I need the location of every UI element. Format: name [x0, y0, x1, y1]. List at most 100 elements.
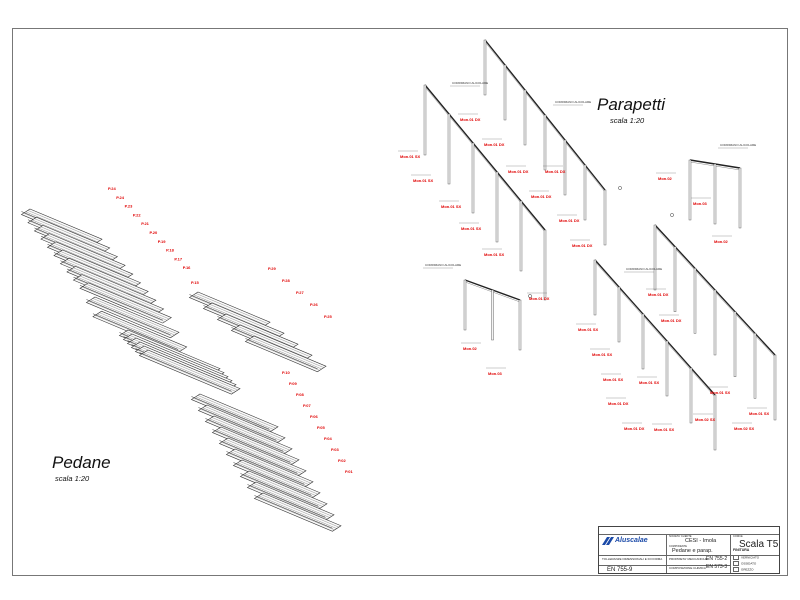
plank-rib	[251, 484, 330, 518]
finish-anodized: OSSIDATO	[733, 561, 756, 566]
plank-rib	[45, 236, 121, 269]
plank-rib	[209, 418, 288, 452]
parapetto-code: Mon.01 DX	[531, 194, 552, 199]
plank-rib	[84, 285, 168, 321]
pedana-code: P.26	[310, 302, 318, 307]
plank-rib	[256, 496, 335, 531]
parapetti-title: Parapetti	[597, 95, 666, 114]
post	[491, 289, 494, 341]
parapetto-code: Mon.03	[693, 201, 708, 206]
parapetto-code: Mon.01 DX	[624, 426, 645, 431]
drawing-frame	[12, 28, 788, 576]
plank-rib	[223, 440, 302, 474]
post	[471, 142, 475, 214]
plank-rib	[225, 439, 304, 473]
parapetto-code: Mon.01 DX	[648, 292, 669, 297]
plank-rib	[260, 494, 339, 528]
parapetto-code: Mon.02	[658, 176, 673, 181]
plank-rib	[143, 352, 236, 392]
pedana-code: P.01	[345, 469, 353, 474]
post	[543, 114, 547, 171]
pedana-code: P.28	[282, 278, 290, 283]
finish-painted: VERNICIATO	[733, 555, 759, 560]
client-name: CESI - Imola	[685, 538, 717, 544]
plank-rib	[90, 299, 175, 336]
parapetto-code: Mon.02	[463, 346, 478, 351]
handrail	[594, 259, 716, 396]
parapetto-code: Mon.01 DX	[529, 296, 550, 301]
post	[753, 333, 757, 399]
parapetto-code: Mon.01 SX	[578, 327, 599, 332]
annotation-text: CORRIMANO ALICOLARE	[720, 143, 756, 147]
plank-rib	[239, 461, 318, 495]
plank-rib	[235, 327, 308, 359]
plank-edge	[254, 495, 333, 529]
post	[689, 367, 693, 424]
post	[503, 64, 507, 121]
post	[665, 340, 669, 397]
parapetto-code: Mon.01 DX	[508, 169, 529, 174]
post	[593, 259, 597, 316]
parapetto-code: Mon.03	[488, 371, 503, 376]
railing-b	[483, 39, 607, 246]
plank-rib	[195, 293, 268, 324]
plank-rib	[64, 260, 144, 295]
plank-rib	[246, 472, 325, 506]
plank-rib	[97, 313, 183, 350]
plank-rib	[60, 251, 139, 285]
parapetto-code: Mon.01 SX	[592, 352, 613, 357]
post	[653, 224, 657, 291]
plank-rib	[193, 294, 266, 326]
plank-rib	[207, 419, 286, 454]
parapetti-scale: scala 1:20	[610, 116, 645, 125]
plank-rib	[73, 267, 154, 302]
pedana-code: P.27	[296, 290, 304, 295]
pedana-code: P.21	[141, 221, 149, 226]
plank-rib	[211, 417, 290, 451]
parapetti-drawing: Mon.01 SX Mon.01 SX Mon.01 DX Mon.01 DX Mon.…	[398, 39, 777, 451]
plank-rib	[195, 396, 274, 430]
parapetto-code: Mon.01 SX	[441, 204, 462, 209]
pedana-code: P.24	[116, 195, 124, 200]
parapetto-code: Mon.01 SX	[749, 411, 770, 416]
plank-edge	[139, 352, 232, 392]
post	[733, 311, 737, 377]
plank-rib	[249, 485, 328, 520]
railing-e	[593, 259, 717, 451]
parapetto-code: Mon.01 SX	[654, 427, 675, 432]
post	[523, 89, 527, 146]
post	[641, 313, 645, 370]
pedana-code: P.08	[296, 392, 304, 397]
plank-edge	[79, 285, 163, 321]
parapetto-code: Mon.02 SX	[695, 417, 716, 422]
plank-rib	[230, 451, 309, 485]
pedana-code: P.10	[282, 370, 290, 375]
plank-rib	[27, 210, 100, 241]
code-label: CODICE	[733, 535, 743, 538]
plank-rib	[204, 406, 283, 440]
post	[713, 394, 717, 451]
plank-rib	[47, 234, 124, 267]
pedana-plank	[85, 296, 180, 339]
plank-edge	[191, 396, 270, 430]
plank-rib	[207, 305, 280, 337]
plank-rib	[209, 304, 282, 335]
detail-mark	[618, 186, 622, 190]
plank-rib	[82, 286, 165, 322]
post	[693, 268, 697, 334]
pedana-code: P.22	[133, 212, 141, 217]
title-block: Aluscalae SOCIETA' CLIENTE CESI - Imola …	[598, 526, 780, 574]
parapetto-code: Mon.01 DX	[661, 318, 682, 323]
post	[738, 167, 742, 229]
mech-note: PROPRIETA' MECCANICHE	[669, 557, 708, 561]
parapetto-code: Mon.01 SX	[639, 380, 660, 385]
pedane-scale: scala 1:20	[55, 474, 90, 483]
parapetto-code: Mon.02 SX	[734, 426, 755, 431]
post	[495, 171, 499, 243]
railing-c	[463, 279, 522, 351]
plank-edge	[219, 440, 298, 474]
standard-left: EN 755-9	[607, 567, 633, 573]
parapetto-code: Mon.02	[714, 239, 729, 244]
pedana-code: P.07	[303, 403, 311, 408]
